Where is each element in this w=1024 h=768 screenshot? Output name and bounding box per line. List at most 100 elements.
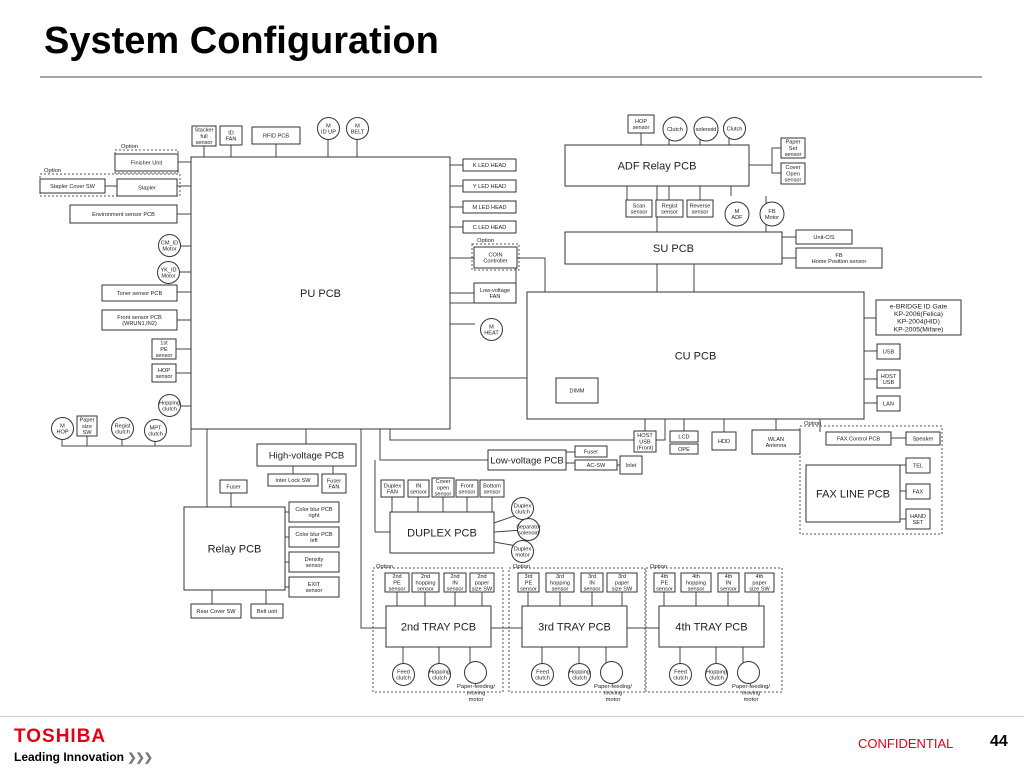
hop-sensor-adf-label: sensor	[633, 125, 650, 131]
t2-feed-clutch-shape	[392, 663, 415, 686]
tray4-pcb-label: 4th TRAY PCB	[675, 621, 747, 633]
exit-sensor-shape	[288, 576, 340, 598]
k-led-head: K LED HEAD	[462, 158, 517, 172]
t3-paper-size-sw-shape	[606, 572, 638, 593]
low-voltage-pcb-shape	[487, 449, 567, 471]
y-led-head-shape	[462, 179, 517, 193]
t2-motor	[464, 661, 487, 684]
t3-hopping-clutch-label: Hopping	[569, 669, 590, 675]
t2-in-sensor-shape	[443, 572, 467, 593]
lan-shape	[876, 395, 901, 412]
rear-cover-sw-label: Rear Cover SW	[196, 609, 236, 615]
fuser-fan-shape	[321, 473, 347, 494]
ebridge-id-gate-shape	[875, 299, 962, 336]
separator-solenoid-shape	[517, 518, 540, 541]
paper-size-sw-label: SW	[82, 430, 92, 436]
mpt-clutch-label: MPT	[150, 425, 162, 431]
hop-sensor-pu-shape	[151, 363, 177, 383]
reverse-sensor-label: sensor	[692, 210, 709, 216]
reverse-sensor-shape	[686, 199, 714, 218]
paper-set-sensor-label: sensor	[785, 152, 802, 158]
t3-hopping-sensor-label: 3rd	[556, 574, 564, 580]
yk-id-motor-label: YK_ID	[160, 267, 176, 273]
fuser-relay-shape	[219, 479, 248, 494]
connection-line	[360, 429, 386, 629]
coin-controller-shape	[473, 246, 518, 269]
low-voltage-pcb-label: Low-voltage PCB	[490, 455, 563, 466]
stapler-shape	[116, 178, 178, 197]
t3-paper-size-sw-label: size SW	[612, 587, 633, 593]
t2-hopping-clutch-label: Hopping	[429, 669, 450, 675]
t2-hopping-clutch-shape	[428, 663, 451, 686]
t4-paper-size-sw-label: paper	[752, 580, 766, 586]
unit-cis: Unit-CIS	[795, 229, 853, 245]
regist-sensor-label: sensor	[661, 210, 678, 216]
scan-sensor-label: Scan	[633, 203, 646, 209]
t2-pe-sensor-label: PE	[393, 580, 401, 586]
su-pcb-label: SU PCB	[653, 243, 694, 255]
t2-paper-size-sw-label: paper	[475, 580, 489, 586]
fuser-lv: Fuser	[574, 445, 608, 458]
t2-hopping-sensor-label: sensor	[417, 587, 434, 593]
connection-line	[771, 165, 781, 174]
tray3-pcb: 3rd TRAY PCB	[521, 605, 628, 648]
t3-paper-size-sw-label: 3rd	[618, 574, 626, 580]
t4-feed-clutch-label: clutch	[673, 676, 688, 682]
t2-pe-sensor-shape	[384, 572, 410, 593]
t4-pe-sensor-label: PE	[661, 580, 669, 586]
toner-sensor-pcb-label: Toner sensor PCB	[117, 291, 163, 297]
ebridge-id-gate-label: KP-2004(HID)	[897, 319, 940, 326]
dimm-label: DIMM	[570, 388, 585, 394]
m-hop-label: M	[60, 423, 65, 429]
fuser-relay: Fuser	[219, 479, 248, 494]
ac-sw-shape	[574, 459, 618, 471]
cover-open-sensor-label: Cover	[786, 165, 801, 171]
adf-relay-pcb-label: ADF Relay PCB	[618, 160, 697, 172]
t3-pe-sensor-label: 3rd	[524, 574, 532, 580]
cover-open-sensor-duplex-label: Cover	[436, 479, 451, 485]
ac-sw-label: AC-SW	[587, 463, 606, 469]
fuser-fan-label: FAN	[329, 485, 340, 491]
tray3-pcb-label: 3rd TRAY PCB	[538, 621, 611, 633]
usb: USB	[876, 343, 901, 360]
front-sensor-duplex-label: Front	[460, 483, 474, 489]
paper-set-sensor-label: Paper	[786, 140, 801, 146]
m-heat-label: HEAT	[484, 331, 499, 337]
bottom-sensor-duplex-shape	[479, 479, 505, 498]
color-blur-pcb-left-shape	[288, 526, 340, 548]
bottom-sensor-duplex-label: sensor	[484, 490, 501, 496]
duplex-motor-label: Duplex	[514, 546, 532, 552]
t3-pe-sensor-label: sensor	[520, 587, 537, 593]
stapler-cover-sw-label: Stapler Cover SW	[50, 184, 95, 190]
t3-hopping-sensor-shape	[545, 572, 575, 593]
clutch-adf-2-shape	[723, 117, 746, 140]
adf-relay-pcb: ADF Relay PCB	[564, 144, 750, 187]
t3-hopping-clutch-label: clutch	[572, 676, 587, 682]
t4-in-sensor-label: IN	[726, 580, 732, 586]
speaker: Speaker	[905, 431, 941, 446]
inlet-shape	[619, 455, 643, 475]
lan: LAN	[876, 395, 901, 412]
